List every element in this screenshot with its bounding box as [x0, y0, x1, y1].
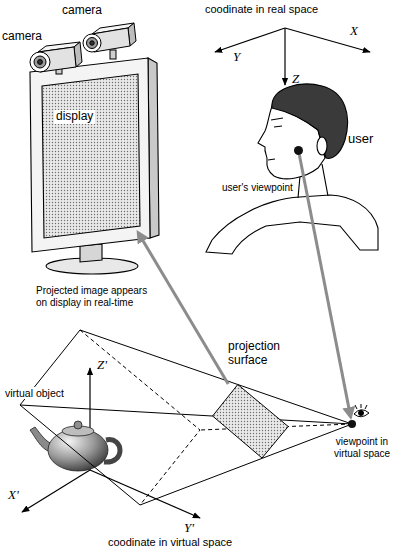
connector-label: Projected image appears on display in re… [36, 285, 158, 308]
viewpoint-dot: user's viewpoint [294, 146, 303, 155]
user-figure [206, 84, 378, 254]
view-frustum [20, 330, 352, 505]
node-label: viewpoint in virtual space [331, 436, 393, 459]
axis-label: Z' [97, 358, 107, 373]
camera-right [83, 23, 136, 59]
axis-label: Z [292, 72, 299, 87]
axis-label: Y' [184, 521, 194, 536]
node-label: display [54, 110, 95, 124]
axes-caption: coodinate in real space [205, 3, 318, 16]
axis-label: X' [8, 488, 19, 503]
node-label: user's viewpoint [220, 182, 295, 194]
projection-arrow [299, 155, 349, 412]
axes-caption: coodinate in virtual space [108, 536, 232, 549]
viewpoint-dot: viewpoint in virtual space [348, 420, 356, 428]
node-label: projection surface [228, 340, 298, 368]
display-screen: display [44, 80, 140, 230]
camera-label: camera [62, 4, 102, 18]
projection-arrow [141, 237, 229, 384]
monitor [30, 58, 159, 274]
camera-label: camera [2, 30, 42, 44]
teapot [30, 421, 120, 471]
eye-icon [354, 404, 369, 417]
camera-left [30, 42, 82, 74]
projection-surface: projection surface [212, 384, 289, 459]
object-label: virtual object [3, 387, 66, 399]
user-label: user [348, 132, 373, 147]
axis-label: X [350, 24, 358, 39]
axis-label: Y [233, 50, 240, 65]
